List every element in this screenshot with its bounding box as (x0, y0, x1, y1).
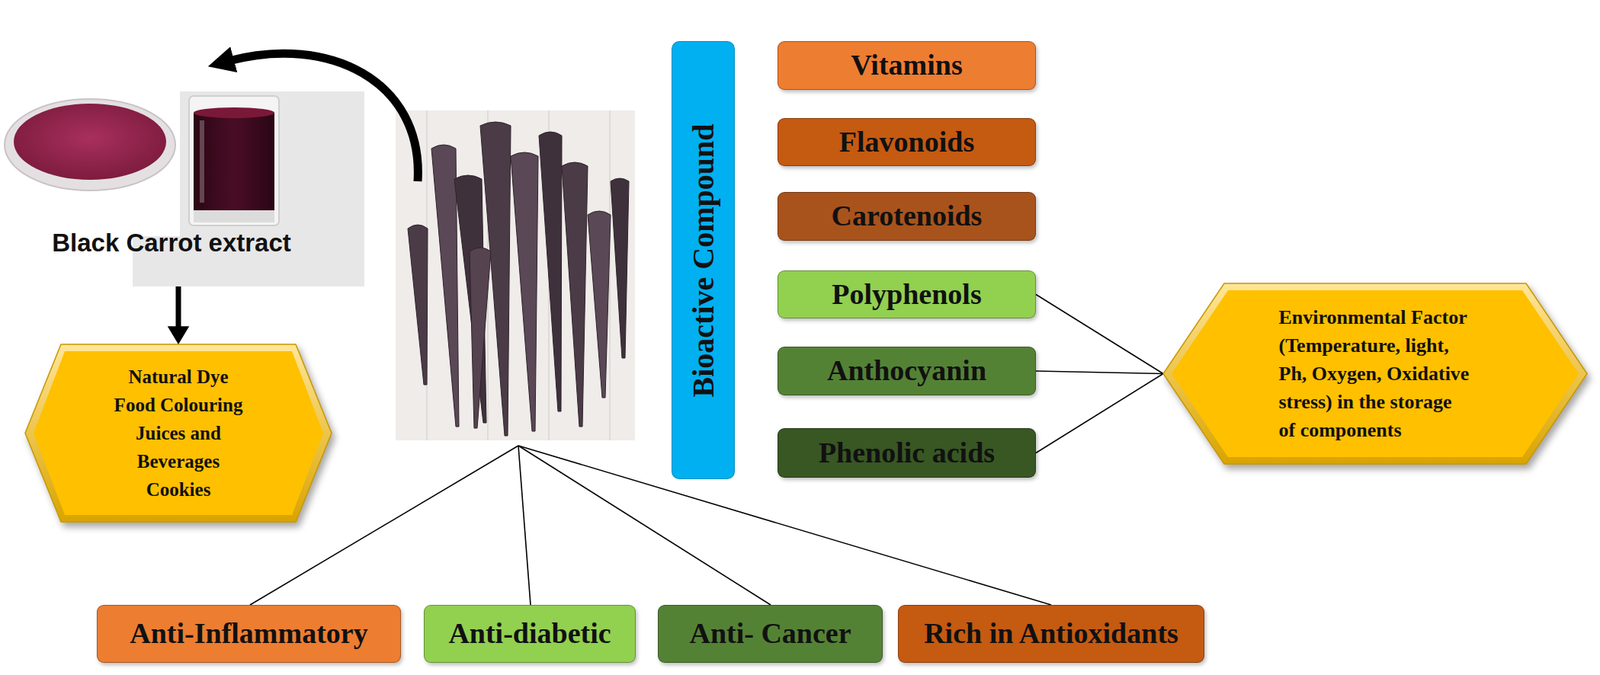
connector-line (1035, 374, 1164, 454)
compound-box: Vitamins (777, 41, 1036, 90)
arrow-head (167, 326, 190, 345)
node-label: Anti-Inflammatory (129, 617, 368, 651)
compound-box: Flavonoids (777, 118, 1036, 167)
compound-box: Polyphenols (777, 270, 1036, 319)
node-label: Anti- Cancer (689, 617, 851, 651)
node-label: Carotenoids (831, 199, 983, 234)
node-label: Natural Dye Food Colouring Juices and Be… (109, 362, 247, 504)
category-bar: Bioactive Compound (671, 41, 735, 480)
application-hexagon: Natural Dye Food Colouring Juices and Be… (25, 344, 332, 523)
connector-line (1035, 371, 1164, 375)
node-label: Anti-diabetic (448, 617, 611, 651)
benefit-box: Anti-Inflammatory (96, 605, 401, 664)
connector (1035, 294, 1164, 375)
node-label: Black Carrot extract (51, 228, 292, 258)
connector (1035, 371, 1164, 375)
node-label: Polyphenols (831, 278, 982, 312)
photo-panel: Black Carrot extract (0, 89, 344, 287)
benefit-box: Rich in Antioxidants (897, 605, 1205, 664)
node-label: Rich in Antioxidants (923, 617, 1179, 651)
hexagon-face (33, 351, 324, 516)
carrot-photo (395, 110, 635, 441)
compound-box: Phenolic acids (777, 428, 1036, 478)
benefit-box: Anti-diabetic (423, 605, 636, 664)
hexagon-outline (1163, 283, 1588, 465)
hexagon-face (1171, 290, 1579, 458)
node-label: Environmental Factor (Temperature, light… (1279, 303, 1472, 445)
compound-box: Anthocyanin (777, 346, 1036, 396)
connector (167, 286, 190, 345)
node-label: Bioactive Compound (686, 123, 722, 398)
connector (1035, 374, 1164, 454)
node-label: Anthocyanin (827, 354, 987, 388)
benefit-box: Anti- Cancer (657, 605, 883, 664)
node-label: Vitamins (850, 48, 962, 83)
compound-box: Carotenoids (777, 192, 1036, 241)
extract-photo (0, 91, 365, 287)
connector-line (1035, 294, 1164, 375)
connector-line (176, 286, 182, 328)
node-label: Flavonoids (839, 125, 975, 160)
curved-arrow (228, 53, 418, 182)
node-label: Phenolic acids (818, 436, 995, 471)
factor-hexagon: Environmental Factor (Temperature, light… (1163, 283, 1588, 465)
hexagon-outline (25, 344, 332, 523)
